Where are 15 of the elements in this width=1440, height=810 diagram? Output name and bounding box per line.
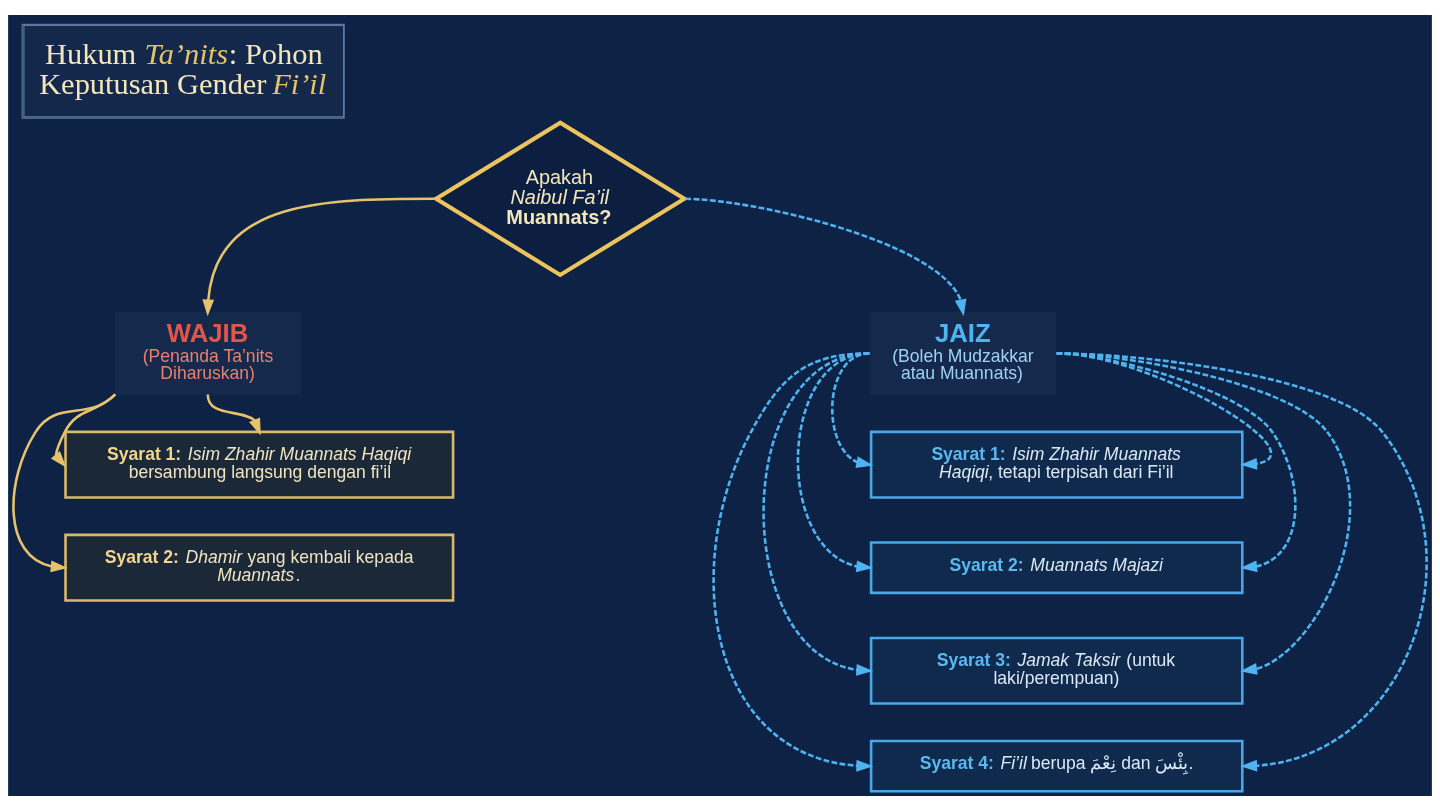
node-box: Syarat 3: Jamak Taksir (untuk laki/perempuan) — [869, 636, 1244, 705]
node-box: Syarat 1: Isim Zhahir Muannats Haqiqi, tetapi terpisah dari Fi’il — [869, 430, 1244, 499]
node-box: Syarat 2: Muannats Majazi — [869, 540, 1244, 594]
arrow — [685, 197, 967, 316]
arrow — [12, 392, 117, 572]
node-box: WAJIB (Penanda Ta’nits Diharuskan) — [114, 311, 301, 395]
arrow — [202, 197, 435, 316]
arrow — [712, 351, 874, 772]
arrow — [206, 393, 261, 435]
node-box: JAIZ (Boleh Mudzakkar atau Muannats) — [869, 311, 1057, 395]
diagram-title: Hukum Ta’nits: Pohon Keputusan Gender Fi’il — [39, 36, 327, 101]
node-box: Syarat 2: Dhamir yang kembali kepada Muannats. — [64, 533, 455, 602]
node-box: Syarat 1: Isim Zhahir Muannats Haqiqi bersambung langsung dengan fi’il — [64, 430, 455, 499]
node-diamond: Apakah Naibul Fa’il Muannats? — [432, 119, 689, 277]
arrow — [1056, 351, 1428, 772]
